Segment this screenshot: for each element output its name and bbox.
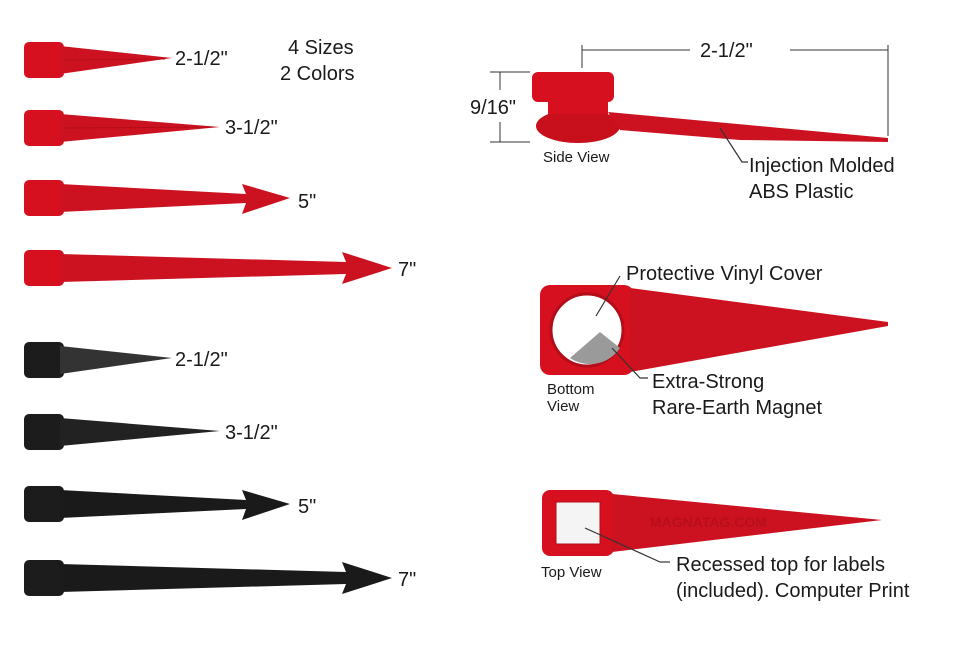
title-line-2: 2 Colors bbox=[280, 63, 355, 85]
red-marker-2-5 bbox=[24, 42, 172, 78]
black-marker-7 bbox=[24, 560, 392, 596]
black-marker-3-5 bbox=[24, 414, 220, 450]
brand-embossing: MAGNATAG.COM bbox=[650, 514, 767, 530]
size-label: 7" bbox=[398, 259, 417, 281]
recess-line-1: Recessed top for labels bbox=[676, 554, 886, 576]
black-marker-5 bbox=[24, 486, 290, 522]
side-view-marker bbox=[490, 45, 889, 163]
size-label: 2-1/2" bbox=[175, 48, 228, 70]
bottom-view-marker bbox=[540, 275, 888, 379]
black-marker-2-5 bbox=[24, 342, 172, 378]
height-dimension-label: 9/16" bbox=[470, 97, 517, 119]
bottom-view-label-1: Bottom bbox=[547, 381, 595, 398]
length-dimension-label: 2-1/2" bbox=[700, 40, 753, 62]
size-label: 3-1/2" bbox=[225, 422, 278, 444]
red-marker-3-5 bbox=[24, 110, 220, 146]
material-line-2: ABS Plastic bbox=[749, 181, 854, 203]
size-label: 2-1/2" bbox=[175, 349, 228, 371]
magnet-line-1: Extra-Strong bbox=[652, 371, 765, 393]
red-marker-7 bbox=[24, 250, 392, 286]
size-label: 5" bbox=[298, 191, 317, 213]
title-line-1: 4 Sizes bbox=[288, 37, 354, 59]
size-label: 3-1/2" bbox=[225, 117, 278, 139]
size-label: 7" bbox=[398, 569, 417, 591]
bottom-view-label-2: View bbox=[547, 398, 580, 415]
top-view-marker bbox=[542, 490, 882, 563]
top-view-label: Top View bbox=[541, 564, 602, 581]
side-view-label: Side View bbox=[543, 149, 610, 166]
recess-line-2: (included). Computer Print bbox=[676, 580, 910, 602]
size-label: 5" bbox=[298, 496, 317, 518]
red-marker-5 bbox=[24, 180, 290, 216]
material-line-1: Injection Molded bbox=[749, 155, 895, 177]
vinyl-cover-label: Protective Vinyl Cover bbox=[626, 263, 823, 285]
magnet-line-2: Rare-Earth Magnet bbox=[652, 397, 823, 419]
